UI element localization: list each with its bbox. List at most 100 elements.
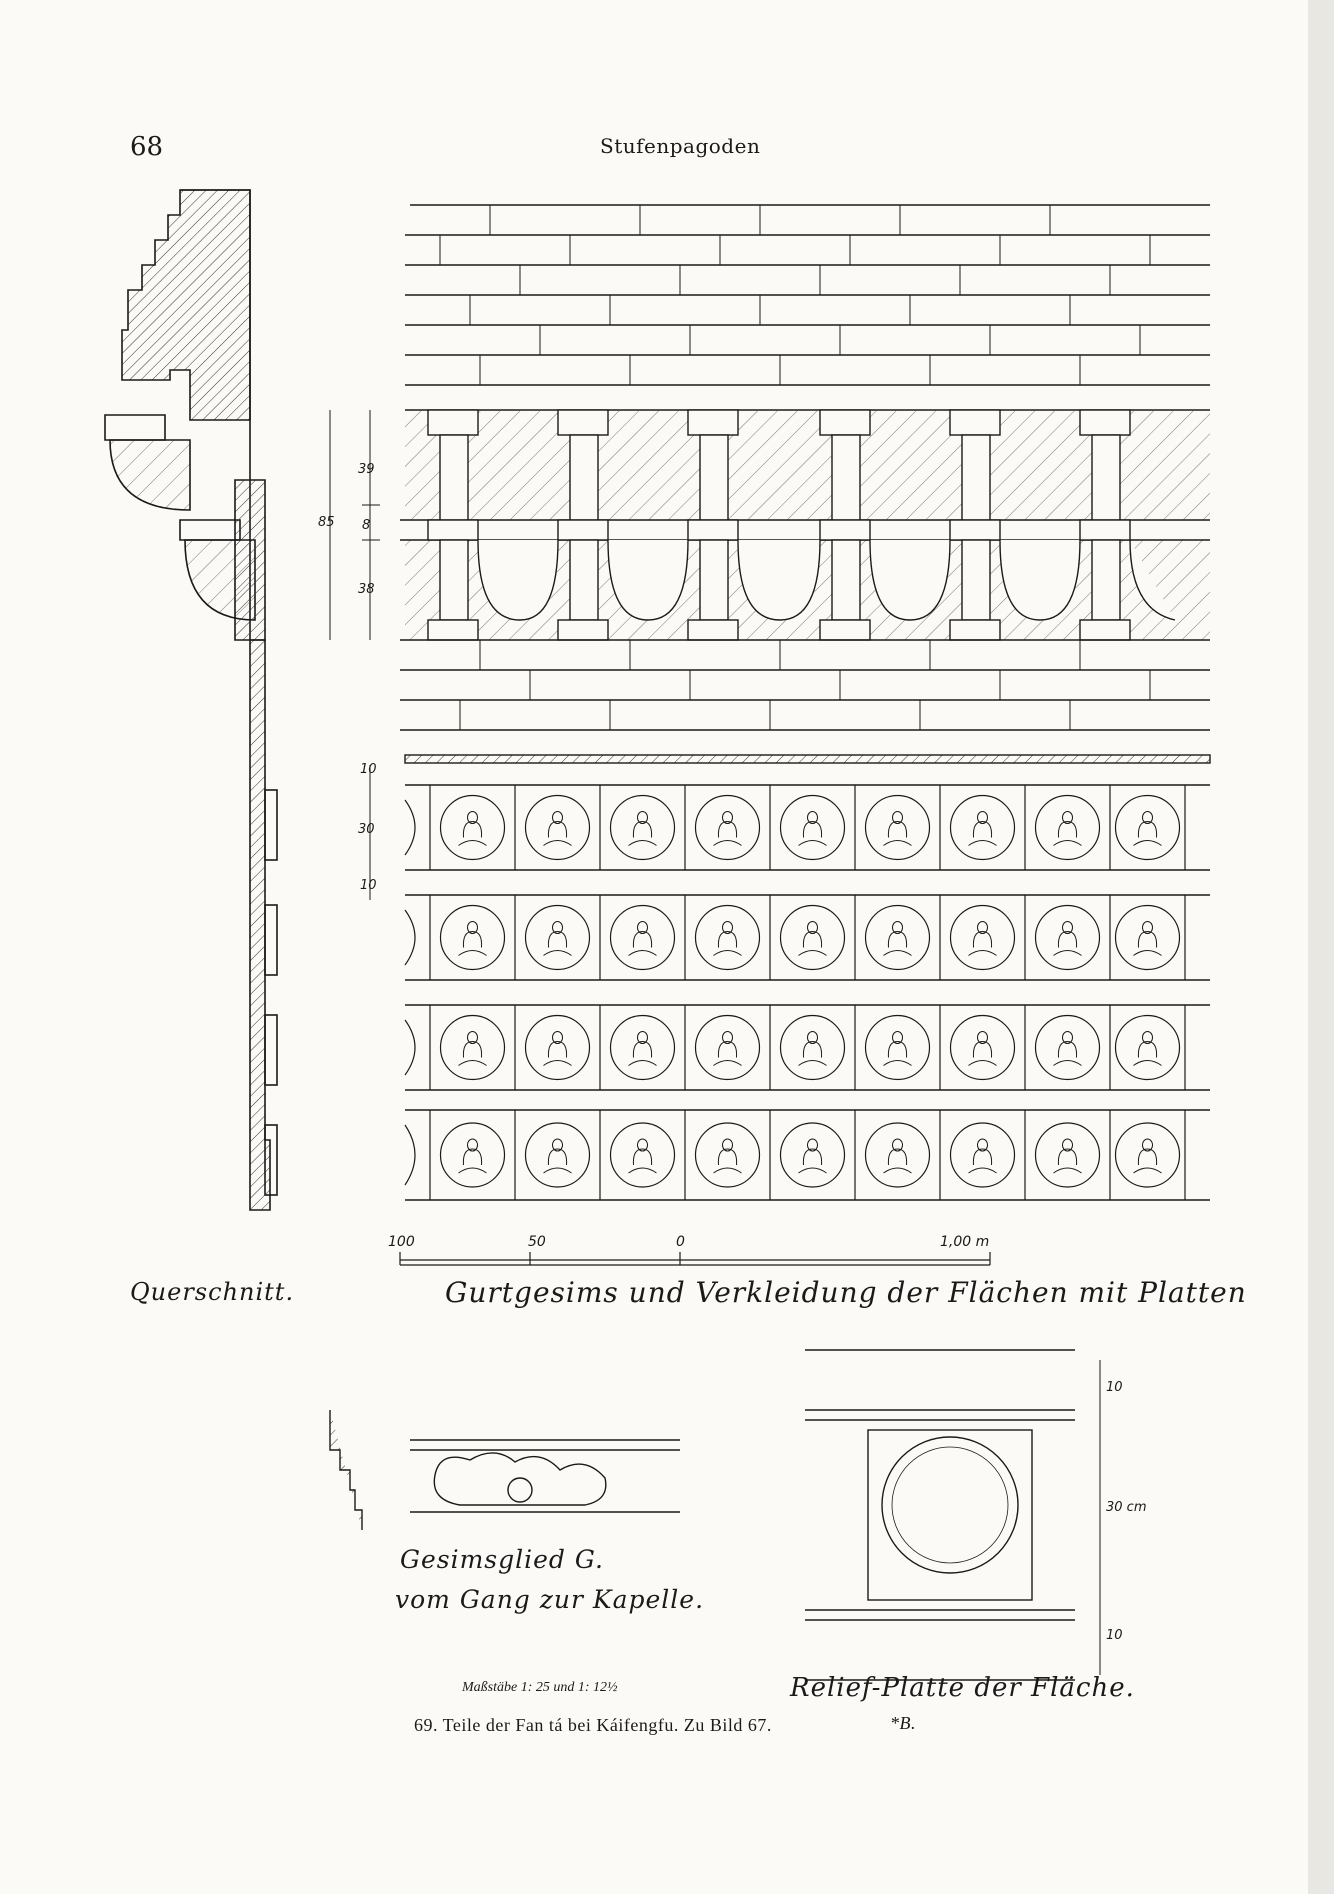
relief-medallion xyxy=(949,794,1016,861)
relief-medallion xyxy=(524,1122,591,1188)
scale-1m: 1,00 m xyxy=(940,1234,990,1250)
cross-section-label: Querschnitt. xyxy=(130,1278,295,1306)
buddha-figure xyxy=(458,1031,487,1066)
buddha-figure xyxy=(543,921,572,956)
figure-signature: *B. xyxy=(890,1713,916,1733)
dim-10-bottom: 10 xyxy=(360,878,377,893)
relief-medallion xyxy=(864,1122,931,1188)
buddha-figure xyxy=(1053,921,1082,956)
relief-medallion xyxy=(524,794,591,861)
buddha-figure xyxy=(883,921,912,956)
buddha-figure xyxy=(713,1138,742,1174)
relief-medallion xyxy=(1114,794,1181,861)
buddha-figure xyxy=(1053,1031,1082,1066)
relief-medallion xyxy=(694,1014,761,1081)
relief-medallion xyxy=(694,904,761,971)
buddha-figure xyxy=(968,921,997,956)
relief-medallion xyxy=(694,1122,761,1188)
relief-dim-30: 30 cm xyxy=(1106,1500,1147,1515)
figure-caption: 69. Teile der Fan tá bei Káifengfu. Zu B… xyxy=(414,1715,772,1735)
cross-section-drawing xyxy=(104,189,278,1211)
half-medallion xyxy=(404,1124,416,1186)
cornice-elevation xyxy=(329,204,1211,900)
relief-medallion xyxy=(609,1014,676,1081)
relief-plate-detail xyxy=(805,1349,1101,1681)
relief-medallion xyxy=(1034,1014,1101,1081)
buddha-figure xyxy=(458,1138,487,1174)
relief-medallion xyxy=(779,904,846,971)
relief-medallion xyxy=(694,794,761,861)
relief-medallion xyxy=(779,1122,846,1188)
buddha-figure xyxy=(1133,811,1162,846)
buddha-figure xyxy=(1053,811,1082,846)
buddha-figure xyxy=(1133,1031,1162,1066)
relief-medallion xyxy=(779,1014,846,1081)
buddha-figure xyxy=(713,921,742,956)
relief-medallion xyxy=(949,904,1016,971)
buddha-figure xyxy=(628,1031,657,1066)
buddha-figure xyxy=(458,921,487,956)
buddha-figure xyxy=(543,1031,572,1066)
buddha-figure xyxy=(883,1138,912,1174)
buddha-figure xyxy=(543,811,572,846)
dim-39: 39 xyxy=(358,462,375,477)
running-head: Stufenpagoden xyxy=(600,134,761,158)
dim-85: 85 xyxy=(318,515,335,530)
scales-note: Maßstäbe 1: 25 und 1: 12½ xyxy=(462,1680,618,1695)
buddha-figure xyxy=(543,1138,572,1174)
relief-medallion xyxy=(1034,1122,1101,1188)
relief-medallion xyxy=(439,904,506,971)
half-medallion xyxy=(404,799,416,856)
relief-medallion xyxy=(609,794,676,861)
scale-100: 100 xyxy=(388,1234,415,1250)
buddha-figure xyxy=(628,921,657,956)
page-number: 68 xyxy=(130,132,164,162)
dim-10-top: 10 xyxy=(360,762,377,777)
buddha-figure xyxy=(968,1138,997,1174)
buddha-figure xyxy=(968,1031,997,1066)
cornice-label-line2: vom Gang zur Kapelle. xyxy=(395,1585,705,1614)
relief-dim-10-top: 10 xyxy=(1106,1380,1123,1395)
scale-50: 50 xyxy=(528,1234,546,1250)
buddha-figure xyxy=(628,1138,657,1174)
buddha-figure xyxy=(883,1031,912,1066)
cornice-member-drawing xyxy=(329,1410,680,1530)
buddha-figure xyxy=(798,1138,827,1174)
buddha-figure xyxy=(798,921,827,956)
relief-medallion xyxy=(524,1014,591,1081)
relief-medallion xyxy=(439,794,506,861)
scale-bar xyxy=(399,1252,991,1266)
buddha-figure xyxy=(1133,1138,1162,1174)
half-medallion xyxy=(404,1019,416,1076)
relief-plates-grid xyxy=(404,784,1210,1201)
relief-medallion xyxy=(609,1122,676,1188)
buddha-figure xyxy=(713,1031,742,1066)
relief-medallion xyxy=(1114,1014,1181,1081)
buddha-figure xyxy=(798,811,827,846)
cornice-label-line1: Gesimsglied G. xyxy=(400,1545,604,1574)
dim-38: 38 xyxy=(358,582,375,597)
relief-medallion xyxy=(439,1122,506,1188)
buddha-figure xyxy=(713,811,742,846)
page-edge xyxy=(1308,0,1334,1894)
dim-8: 8 xyxy=(362,518,371,533)
relief-medallion xyxy=(1034,794,1101,861)
relief-medallion xyxy=(949,1122,1016,1188)
buddha-figure xyxy=(1133,921,1162,956)
buddha-figure xyxy=(458,811,487,846)
relief-medallion xyxy=(864,794,931,861)
dim-30: 30 xyxy=(358,822,375,837)
relief-medallion xyxy=(1114,904,1181,971)
buddha-figure xyxy=(968,811,997,846)
relief-medallion xyxy=(864,1014,931,1081)
relief-medallion xyxy=(609,904,676,971)
relief-medallion xyxy=(779,794,846,861)
relief-medallion xyxy=(439,1014,506,1081)
relief-medallion xyxy=(864,904,931,971)
relief-medallion xyxy=(524,904,591,971)
relief-dim-10-bottom: 10 xyxy=(1106,1628,1123,1643)
half-medallion xyxy=(404,909,416,966)
buddha-figure xyxy=(628,811,657,846)
buddha-figure xyxy=(1053,1138,1082,1174)
